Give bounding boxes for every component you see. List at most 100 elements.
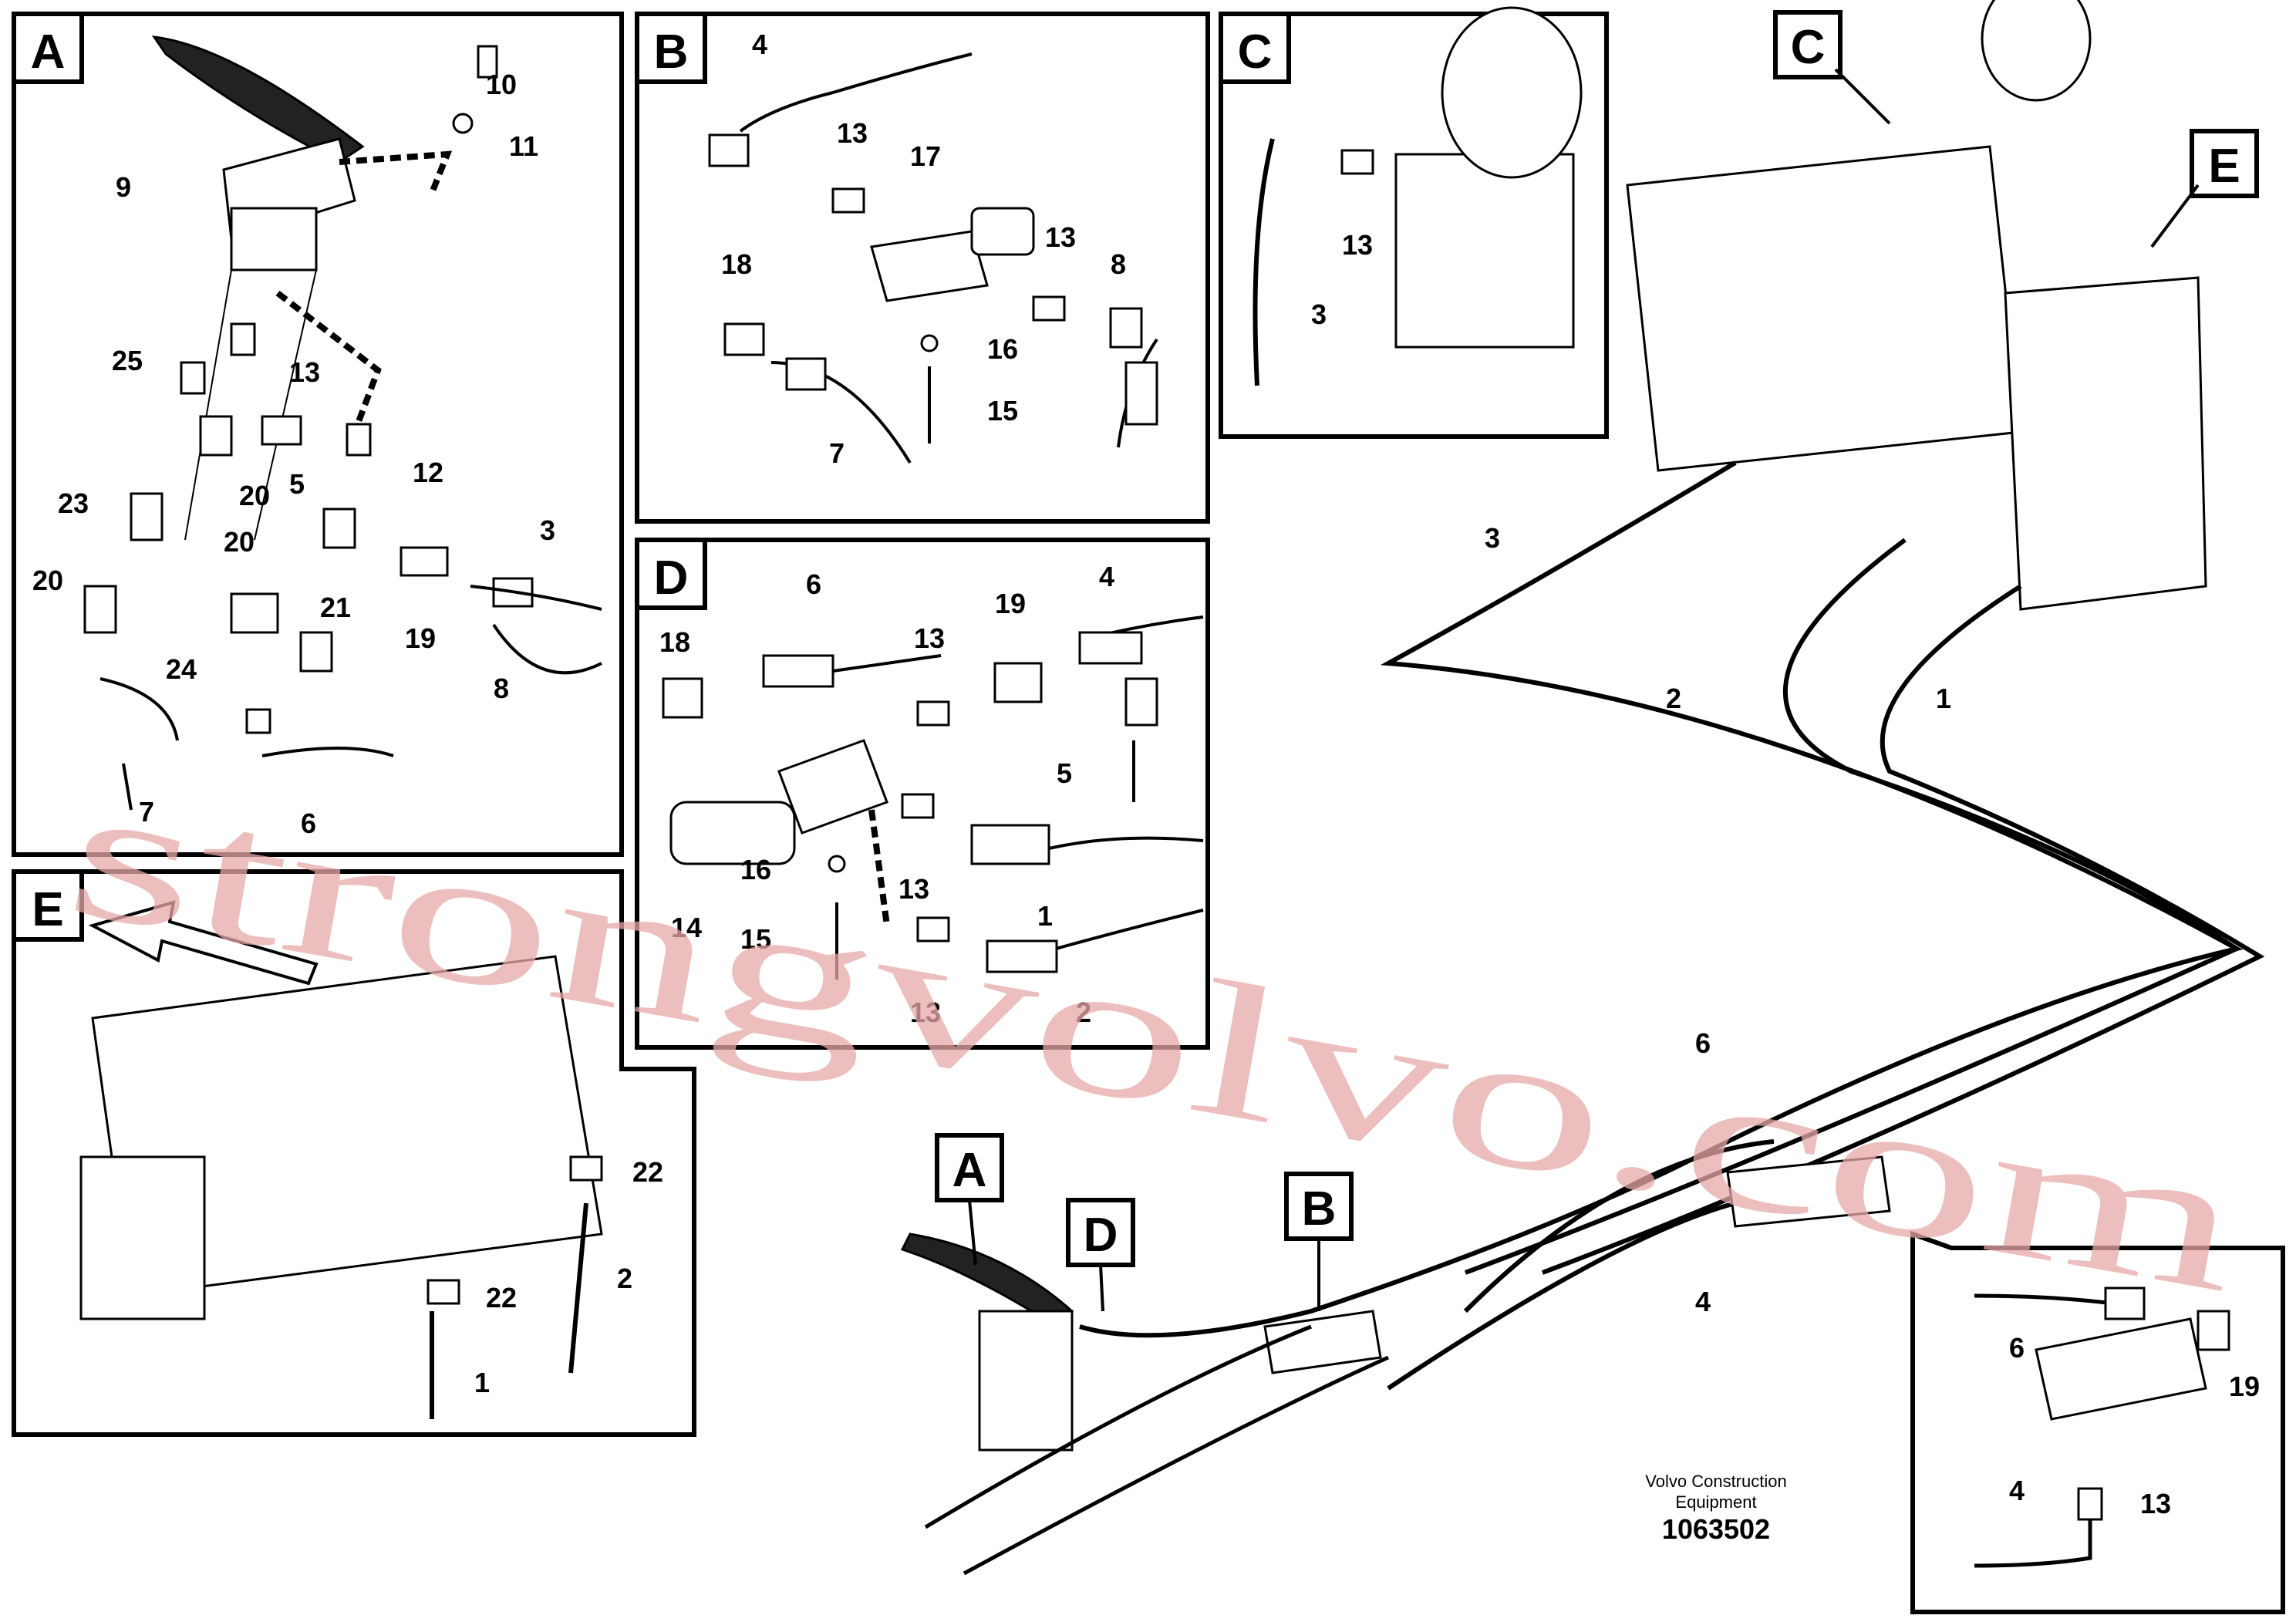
pedal-valve-block: [230, 207, 318, 271]
callout-d-18: 18: [659, 626, 690, 658]
panel-a-letter: A: [31, 25, 66, 79]
block-17: [870, 230, 989, 302]
callout-b-7: 7: [829, 437, 845, 469]
callout-a-11: 11: [509, 130, 538, 162]
callout-d-2: 2: [1076, 996, 1091, 1028]
main-assembly: C E A D B 3 2 1 6 4: [900, 0, 2265, 1576]
hose-c-3: [1253, 138, 1275, 386]
panel-e: E 22 2 22 1: [12, 869, 696, 1437]
solenoid-b: [970, 207, 1035, 256]
callout-a-20: 20: [239, 480, 270, 511]
footer: Volvo Construction Equipment 1063502: [1645, 1472, 1786, 1545]
callout-c-13: 13: [1342, 229, 1373, 261]
panel-c: C 13 3: [1219, 6, 1609, 439]
main-callout-2: 2: [1666, 683, 1681, 714]
panel-a-tag: [12, 12, 84, 84]
callout-b-15: 15: [987, 395, 1018, 427]
panel-d: D 6 13 19 4 18 5 16 13 1: [635, 538, 1210, 1050]
fitting-c-13: [1340, 149, 1374, 175]
callout-a-20c: 20: [32, 565, 63, 596]
main-tag-d: [1066, 1198, 1135, 1267]
dashed-link-2: [275, 290, 382, 433]
main-tag-leaders: [968, 68, 2200, 1312]
callout-a-5: 5: [289, 468, 305, 500]
callout-e-2: 2: [617, 1263, 632, 1294]
callout-b-13: 13: [837, 117, 868, 149]
main-callout-3: 3: [1485, 522, 1500, 554]
callout-d-13b: 13: [899, 873, 929, 905]
callout-c-3: 3: [1311, 298, 1327, 330]
junction-block: [1726, 1155, 1891, 1228]
main-letter-b: B: [1302, 1182, 1337, 1236]
callout-d-15: 15: [740, 923, 771, 955]
callout-d-5: 5: [1057, 757, 1072, 789]
end-section-e: [79, 1155, 206, 1320]
panel-b-frame: [635, 12, 1210, 524]
callout-a-8: 8: [494, 673, 509, 704]
panel-b: B 4 13 17 13 8 18 16 15 7: [635, 12, 1210, 524]
washer-d-16: [828, 855, 846, 873]
callout-a-24: 24: [166, 653, 197, 685]
main-tag-c: [1773, 10, 1843, 79]
callout-a-25: 25: [112, 345, 143, 376]
side-valve-section: [2004, 276, 2207, 611]
callout-a-23: 23: [58, 487, 89, 519]
callout-b-17: 17: [910, 140, 941, 172]
hoses-6-4: [1387, 1139, 1775, 1391]
panel-d-frame: [635, 538, 1210, 1050]
panel-e-letter: E: [32, 883, 63, 936]
hoses-d: [832, 615, 1204, 966]
dashed-link-d: [868, 809, 890, 926]
panel-b-letter: B: [654, 25, 689, 79]
inset-callout-19: 19: [2229, 1371, 2260, 1402]
hose-2: [1464, 538, 2242, 1275]
inset-junction: 6 19 13 4: [1910, 1230, 2285, 1614]
fittings-d: [662, 631, 1158, 973]
solenoid-14: [669, 801, 796, 865]
inset-hoses: [1974, 1293, 2114, 1568]
company-line-1: Volvo Construction: [1645, 1472, 1786, 1491]
callout-d-14: 14: [671, 912, 702, 943]
doc-number: 1063502: [1662, 1513, 1770, 1545]
screw-10: [477, 45, 498, 79]
washer-16: [920, 334, 939, 352]
callout-a-20b: 20: [224, 526, 255, 558]
panel-c-letter: C: [1238, 25, 1273, 79]
company-line-2: Equipment: [1675, 1492, 1756, 1512]
callout-a-7: 7: [139, 796, 154, 828]
accumulator-c: [1441, 6, 1583, 179]
callout-a-6: 6: [301, 808, 316, 839]
main-letter-c: C: [1791, 21, 1826, 74]
callout-a-9: 9: [116, 171, 131, 203]
main-accumulator: [1981, 0, 2092, 102]
fittings-b: [708, 133, 1158, 426]
main-valve-bank: [1626, 145, 2022, 472]
lower-hoses: [924, 1324, 1390, 1576]
callout-e-22: 22: [632, 1156, 663, 1188]
inset-callout-6: 6: [2009, 1332, 2025, 1364]
pedal-plate: [151, 35, 365, 164]
main-letter-a: A: [952, 1144, 987, 1197]
callout-a-13: 13: [289, 356, 320, 388]
callout-a-21: 21: [320, 592, 351, 623]
main-callout-1: 1: [1936, 683, 1951, 714]
dashed-link-1: [339, 150, 453, 194]
inset-callout-13: 13: [2140, 1488, 2171, 1519]
callout-b-18: 18: [721, 248, 752, 280]
callout-e-1: 1: [474, 1367, 490, 1398]
hoses-e: [430, 1202, 588, 1419]
callout-d-1: 1: [1037, 900, 1053, 932]
callout-b-8: 8: [1111, 248, 1126, 280]
hoses-a: [99, 585, 602, 811]
panel-e-tag: [12, 869, 84, 942]
main-letter-e: E: [2208, 140, 2240, 193]
main-callout-6: 6: [1695, 1027, 1711, 1059]
main-tag-a: [935, 1133, 1004, 1202]
main-letter-d: D: [1084, 1209, 1118, 1262]
panel-a: A 10 11 9 25 1: [12, 12, 624, 857]
hose-3: [1079, 460, 2244, 1338]
callout-a-12: 12: [413, 457, 443, 488]
washer-11: [452, 113, 474, 134]
callout-d-6: 6: [806, 568, 821, 600]
